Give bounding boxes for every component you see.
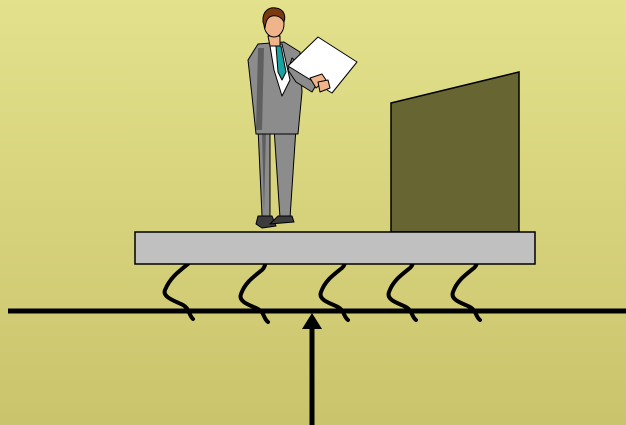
platform [135,232,535,264]
